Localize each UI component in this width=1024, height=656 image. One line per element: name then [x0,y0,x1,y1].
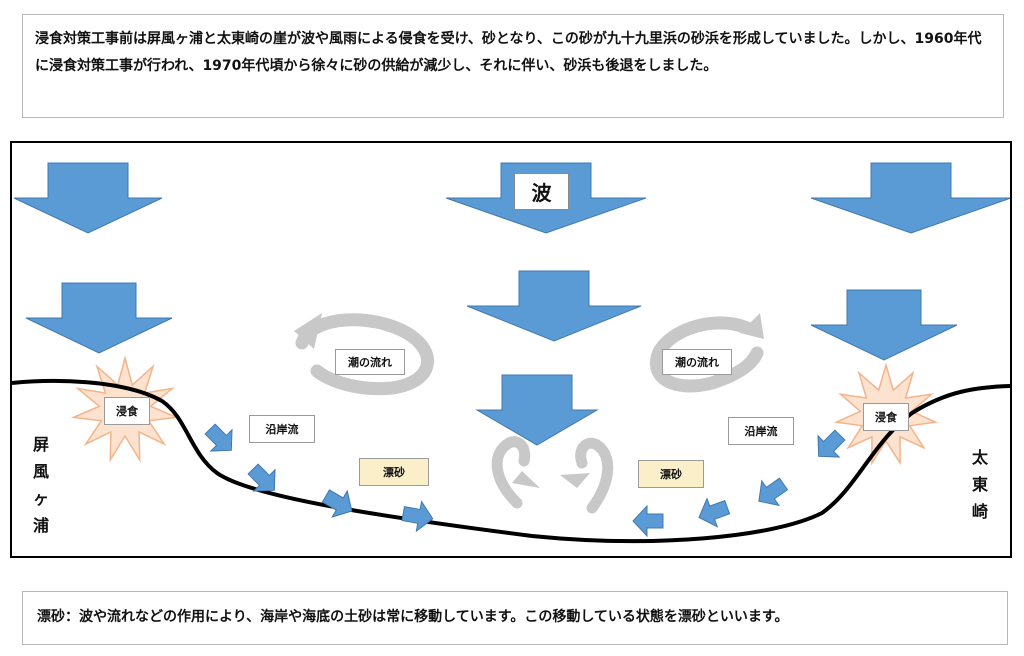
tidal-current-arrowhead [740,313,764,339]
tidal-current-arrowhead [294,313,322,349]
place-char: 東 [971,475,988,494]
wave-arrow [810,162,1010,234]
longshore-arrow [321,489,353,518]
tidal-current-swirl [295,313,434,396]
longshore-arrow [401,500,434,533]
wave-arrow [810,289,958,361]
longshore-arrow [247,463,276,492]
wave-arrow [466,270,642,342]
place-char: 崎 [971,502,988,521]
definition-text-box: 漂砂：波や流れなどの作用により、海岸や海底の土砂は常に移動しています。この移動し… [22,591,1008,645]
longshore-arrow [698,497,731,528]
intro-text: 浸食対策工事前は屏風ヶ浦と太東崎の崖が波や風雨による侵食を受け、砂となり、この砂… [35,31,982,74]
wave-label: 波 [514,173,569,210]
place-char: 屏 [32,435,49,454]
drift-sand-label-left: 漂砂 [359,458,429,486]
longshore-arrow [204,423,233,452]
seabed-swirl-arrowhead [512,471,540,488]
intro-text-box: 浸食対策工事前は屏風ヶ浦と太東崎の崖が波や風雨による侵食を受け、砂となり、この砂… [22,14,1004,118]
wave-arrow [25,282,173,354]
tidal-current-label-right: 潮の流れ [662,349,732,375]
seabed-swirl [491,436,531,509]
place-char: ヶ [32,489,49,508]
diagram-canvas [12,162,1010,544]
place-char: 太 [971,448,988,467]
place-label-byobugaura: 屏 風 ヶ 浦 [29,431,53,539]
place-label-taitozaki: 太 東 崎 [968,444,992,525]
tidal-current-label-left: 潮の流れ [335,349,405,375]
drift-sand-label-right: 漂砂 [638,460,704,488]
longshore-arrow [632,504,664,538]
tidal-current-swirl [650,316,764,393]
longshore-arrow [758,477,789,507]
longshore-current-label-left: 沿岸流 [249,415,315,443]
erosion-diagram: 波 潮の流れ 潮の流れ 浸食 浸食 沿岸流 沿岸流 漂砂 漂砂 屏 風 ヶ 浦 … [10,141,1012,558]
seabed-swirl [575,437,614,514]
wave-arrow [13,162,163,234]
seabed-swirl-arrowhead [560,473,590,488]
erosion-label-left: 浸食 [104,397,150,425]
place-char: 浦 [32,516,49,535]
place-char: 風 [32,462,49,481]
longshore-arrow [817,429,846,458]
erosion-label-right: 浸食 [863,403,909,431]
definition-text: 漂砂：波や流れなどの作用により、海岸や海底の土砂は常に移動しています。この移動し… [37,609,789,625]
longshore-current-label-right: 沿岸流 [728,417,794,445]
wave-arrow [475,374,599,446]
